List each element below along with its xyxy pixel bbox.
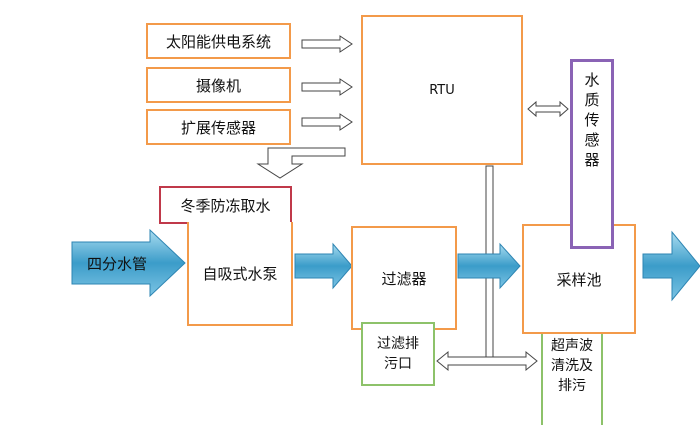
ultrasonic-cleaning-label: 超声波清洗及排污 <box>551 338 593 394</box>
expansion-sensor-label: 扩展传感器 <box>180 118 256 137</box>
four-inch-pipe-label-box: 四分水管 <box>80 252 154 274</box>
ultrasonic-cleaning-box: 超声波清洗及排污 <box>541 334 603 425</box>
four-inch-pipe-label: 四分水管 <box>86 254 147 273</box>
flow-arrow-pump-to-filter <box>294 242 353 290</box>
water-quality-sensor-box: 水质传感器 <box>570 59 614 249</box>
drain-double-arrow <box>436 350 538 372</box>
filter-box: 过滤器 <box>351 226 457 330</box>
rtu-box: RTU <box>361 15 523 165</box>
filter-drain-label: 过滤排污口 <box>377 336 419 372</box>
camera-box: 摄像机 <box>146 67 291 103</box>
winter-antifreeze-box: 冬季防冻取水 <box>159 186 292 224</box>
flow-arrow-filter-to-tank <box>457 242 521 290</box>
self-priming-pump-label: 自吸式水泵 <box>202 264 278 283</box>
arrow-camera-to-rtu <box>301 78 353 96</box>
flow-arrow-inlet <box>71 228 186 298</box>
winter-antifreeze-label: 冬季防冻取水 <box>180 196 271 215</box>
water-quality-sensor-label: 水质传感器 <box>584 71 600 169</box>
rtu-label: RTU <box>429 82 455 98</box>
arrow-sensor-to-rtu <box>301 113 353 131</box>
arrow-rtu-to-antifreeze <box>256 147 346 179</box>
solar-power-box: 太阳能供电系统 <box>146 23 291 59</box>
sampling-tank-box: 采样池 <box>522 224 636 334</box>
expansion-sensor-box: 扩展传感器 <box>146 109 291 145</box>
sampling-tank-label: 采样池 <box>556 270 602 289</box>
solar-power-label: 太阳能供电系统 <box>165 32 271 51</box>
self-priming-pump-box: 自吸式水泵 <box>187 222 293 326</box>
camera-label: 摄像机 <box>195 76 241 95</box>
arrow-solar-to-rtu <box>301 35 353 53</box>
arrow-rtu-sensor-double <box>527 100 569 118</box>
flow-arrow-outlet <box>642 230 700 302</box>
filter-drain-box: 过滤排污口 <box>361 322 435 386</box>
filter-label: 过滤器 <box>381 269 427 288</box>
